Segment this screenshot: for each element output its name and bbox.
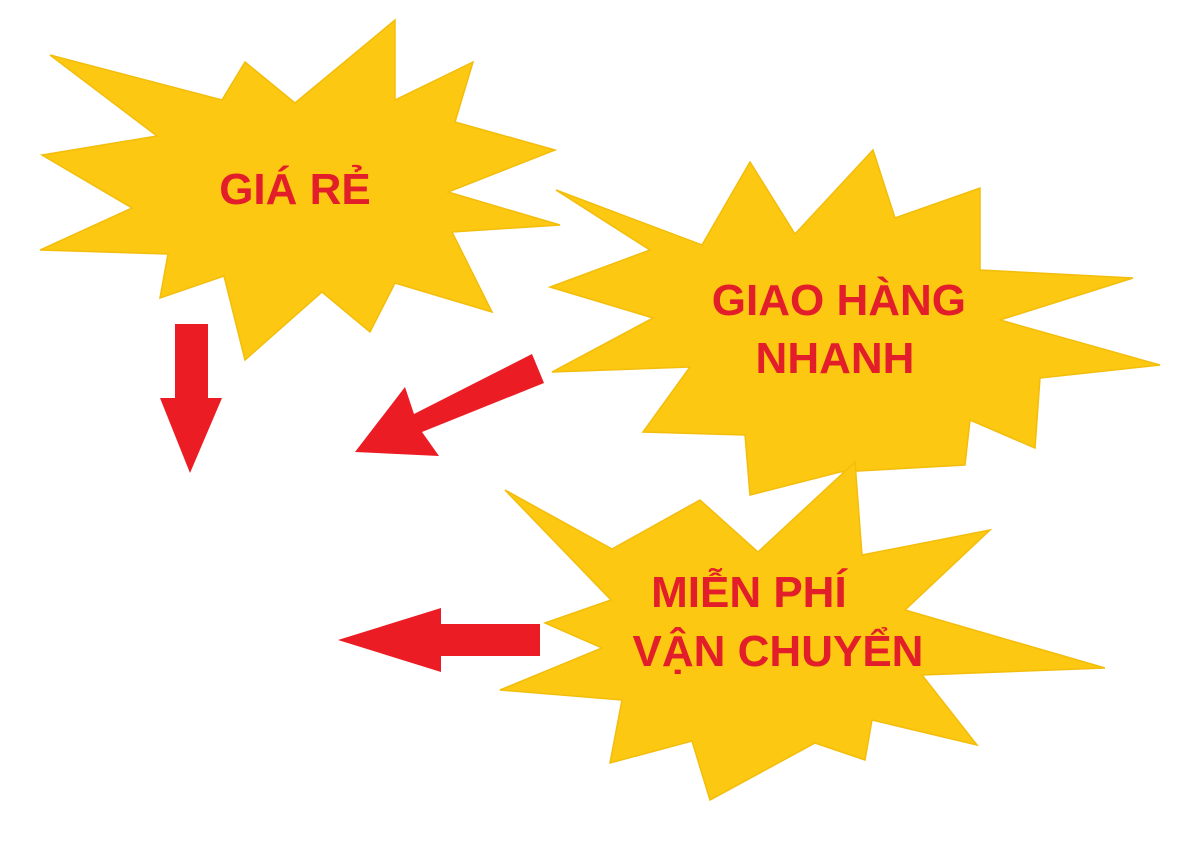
burst-line: GIÁ RẺ — [219, 164, 371, 214]
burst-gia-re: GIÁ RẺ — [39, 18, 561, 362]
burst-mien-phi-van-chuyen: MIỄN PHÍ VẬN CHUYỂN — [499, 460, 1106, 802]
starburst-shape-giao-hang-nhanh — [547, 148, 1161, 496]
burst-line: MIỄN PHÍ — [651, 567, 848, 617]
arrow-down-icon — [160, 324, 222, 473]
burst-line: VẬN CHUYỂN — [633, 625, 924, 676]
starburst-shape-gia-re — [39, 18, 561, 362]
arrow-left-icon — [338, 608, 540, 672]
burst-giao-hang-nhanh: GIAO HÀNG NHANH — [547, 148, 1161, 496]
burst-label-giao-hang-nhanh: GIAO HÀNG NHANH — [712, 275, 978, 383]
burst-label-gia-re: GIÁ RẺ — [219, 164, 371, 214]
arrow-down-left-icon — [355, 354, 544, 456]
burst-line: NHANH — [756, 334, 915, 383]
burst-label-mien-phi-van-chuyen: MIỄN PHÍ VẬN CHUYỂN — [633, 567, 924, 676]
starburst-shape-mien-phi-van-chuyen — [499, 460, 1106, 802]
burst-line: GIAO HÀNG — [712, 275, 966, 325]
